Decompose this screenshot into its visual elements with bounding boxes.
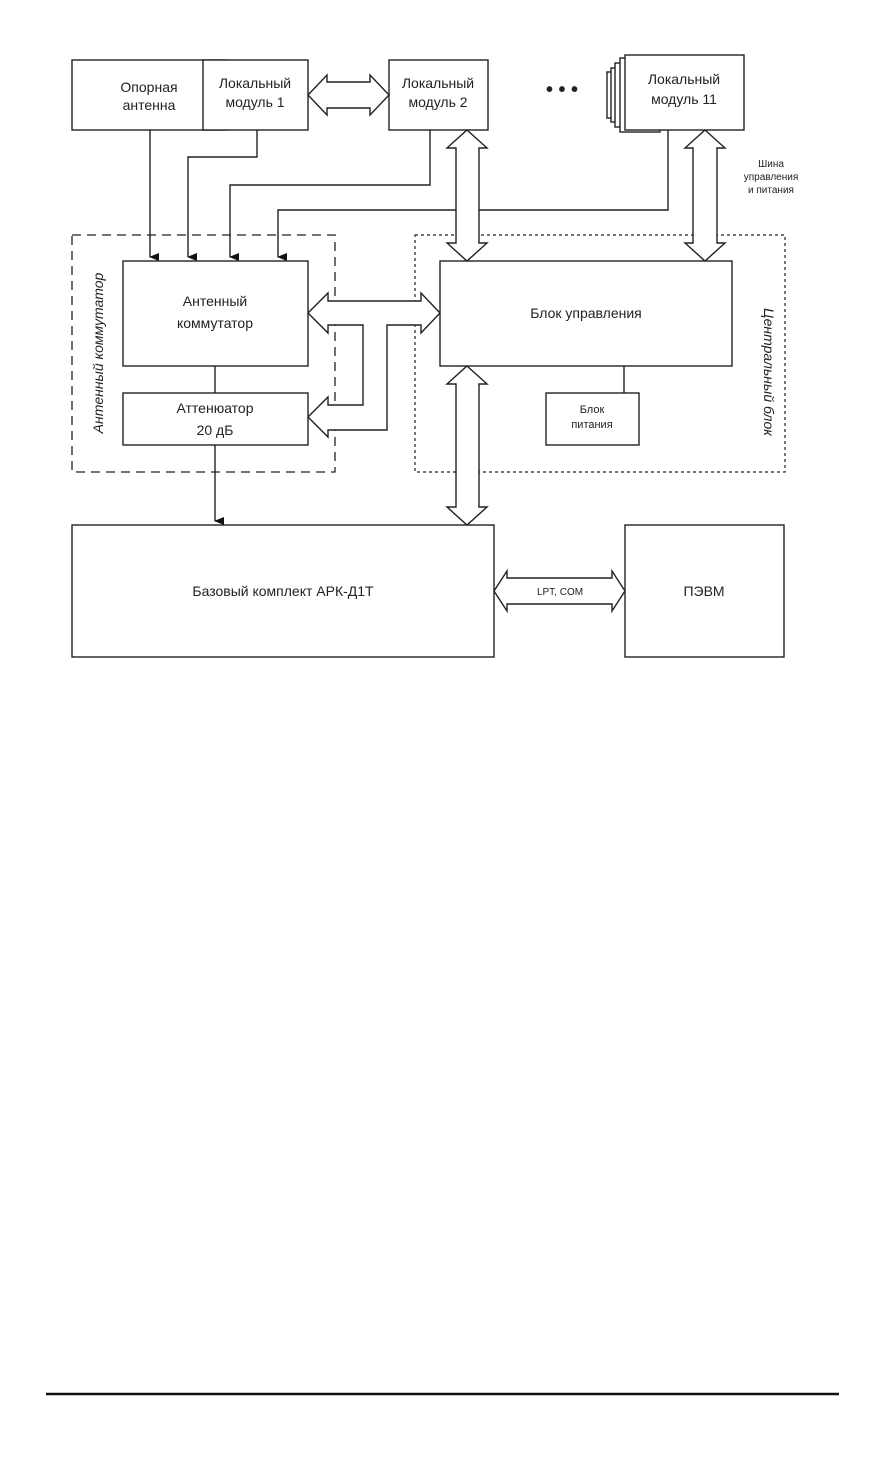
central-unit-group-frame xyxy=(414,234,786,473)
svg-text:Блок управления: Блок управления xyxy=(530,305,642,321)
reference-antenna-block: Опорная антенна xyxy=(71,59,227,131)
local-module-11-block: Локальный модуль 11 xyxy=(606,54,745,133)
control-basekit-arrow xyxy=(445,365,489,526)
local-module-1-label-1: Локальный xyxy=(219,75,291,91)
svg-text:Аттенюатор: Аттенюатор xyxy=(176,400,253,416)
antenna-switch-group-frame xyxy=(71,234,336,473)
local-module-11-label-2: модуль 11 xyxy=(651,91,717,107)
control-unit-block: Блок управления xyxy=(439,260,733,367)
reference-antenna-label-1: Опорная xyxy=(120,79,177,95)
reference-antenna-label-2: антенна xyxy=(123,97,176,113)
local-module-2-label-1: Локальный xyxy=(402,75,474,91)
pc-block: ПЭВМ xyxy=(624,524,785,658)
module1-module2-link-arrow xyxy=(307,73,390,117)
local-module-1-block: Локальный модуль 1 xyxy=(202,59,309,131)
local-module-2-label-2: модуль 2 xyxy=(408,94,467,110)
local-module-1-label-2: модуль 1 xyxy=(225,94,284,110)
local-module-2-block: Локальный модуль 2 xyxy=(388,59,489,131)
power-unit-block: Блок питания xyxy=(545,392,640,446)
ellipsis-more-modules: • • • xyxy=(546,79,578,101)
central-unit-group-label: Центральный блок xyxy=(761,308,777,437)
antenna-switch-group-label: Антенный коммутатор xyxy=(90,272,106,434)
svg-text:Шина: Шина xyxy=(758,159,784,170)
svg-text:ПЭВМ: ПЭВМ xyxy=(683,583,724,599)
svg-text:20 дБ: 20 дБ xyxy=(197,422,234,438)
attenuator-block: Аттенюатор 20 дБ xyxy=(122,392,309,446)
svg-text:Антенный: Антенный xyxy=(183,293,247,309)
bus-label: Шина управления и питания xyxy=(744,159,799,196)
svg-text:питания: питания xyxy=(571,419,612,431)
svg-text:и питания: и питания xyxy=(748,185,794,196)
local-module-11-label-1: Локальный xyxy=(648,71,720,87)
base-kit-block: Базовый комплект АРК-Д1Т xyxy=(71,524,495,658)
svg-text:Базовый комплект АРК-Д1Т: Базовый комплект АРК-Д1Т xyxy=(192,583,374,599)
switch-control-link-arrow xyxy=(307,291,441,439)
svg-text:управления: управления xyxy=(744,172,799,183)
antenna-switch-block: Антенный коммутатор xyxy=(122,260,309,367)
svg-text:коммутатор: коммутатор xyxy=(177,315,253,331)
module2-control-bus-arrow xyxy=(445,129,489,262)
interface-label: LPT, COM xyxy=(537,587,583,598)
svg-text:Блок: Блок xyxy=(580,404,605,416)
module11-control-bus-arrow xyxy=(683,129,727,262)
